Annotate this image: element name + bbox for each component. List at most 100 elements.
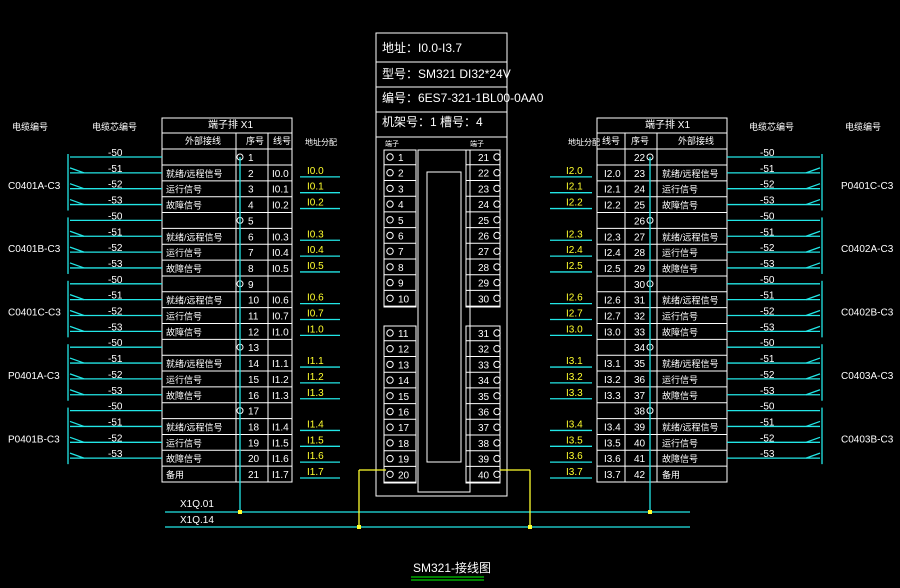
right-core-label: -50 [760, 275, 775, 286]
core-tap [69, 183, 85, 190]
pin-number-11: 11 [398, 329, 409, 340]
left-core-label: -51 [108, 417, 123, 428]
pin-number-33: 33 [478, 360, 490, 371]
left-core-label: -50 [108, 211, 123, 222]
pin-number-18: 18 [398, 439, 410, 450]
pin-terminal-19 [386, 454, 394, 463]
pin-terminal-12 [386, 345, 394, 353]
right-core-label: -52 [760, 180, 775, 191]
core-tap [805, 246, 821, 253]
left-row-seq: 6 [248, 232, 254, 243]
right-row-wire: I3.7 [604, 470, 621, 481]
left-row-seq: 20 [248, 454, 260, 465]
left-row-wire: I1.7 [272, 470, 289, 481]
left-row-desc: 备用 [166, 469, 184, 480]
right-addr-header: 地址分配 [568, 137, 600, 147]
pin-terminal-39 [493, 454, 501, 463]
right-row-seq: 40 [634, 438, 646, 449]
pin-number-23: 23 [478, 184, 490, 195]
right-core-label: -51 [760, 417, 775, 428]
core-tap [69, 198, 85, 206]
left-row-desc: 故障信号 [166, 326, 202, 337]
core-tap [805, 309, 821, 317]
left-core-label: -53 [108, 259, 123, 270]
pin-number-13: 13 [398, 360, 410, 371]
right-row-desc: 就绪/远程信号 [662, 231, 719, 242]
right-row-seq: 33 [634, 327, 646, 338]
left-row-address: I0.0 [307, 166, 324, 177]
pin-number-8: 8 [398, 263, 404, 274]
right-row-address: I3.3 [566, 388, 583, 399]
core-tap [805, 183, 821, 190]
left-core-label: -50 [108, 402, 123, 413]
left-row-desc: 就绪/远程信号 [166, 358, 223, 369]
left-row-address: I0.5 [307, 261, 324, 272]
right-core-label: -51 [760, 354, 775, 365]
right-terminal-header: 端子排 X1 [645, 118, 690, 131]
left-row-address: I0.2 [307, 198, 324, 209]
core-tap [69, 325, 85, 332]
left-row-wire: I1.1 [272, 359, 289, 370]
pin-number-16: 16 [398, 408, 410, 419]
left-row-desc: 就绪/远程信号 [166, 231, 223, 242]
pin-number-35: 35 [478, 392, 490, 403]
right-row-seq: 26 [634, 216, 646, 227]
left-row-seq: 13 [248, 343, 260, 354]
pin-terminal-33 [493, 360, 501, 369]
right-row-address: I2.3 [566, 229, 583, 240]
left-row-wire: I1.4 [272, 422, 289, 433]
pin-terminal-8 [386, 263, 394, 271]
diagram-title: SM321-接线图 [413, 560, 491, 575]
pin-terminal-24 [493, 200, 501, 208]
left-row-seq: 18 [248, 422, 260, 433]
left-row-seq: 21 [248, 470, 260, 481]
pin-terminal-16 [386, 407, 394, 416]
left-row-address: I1.6 [307, 451, 324, 462]
right-core-label: -50 [760, 338, 775, 349]
bus-junction [528, 525, 532, 529]
module-frame [417, 149, 471, 493]
right-row-seq: 38 [634, 407, 646, 418]
core-tap [805, 373, 821, 380]
right-row-address: I2.1 [566, 182, 583, 193]
left-core-label: -52 [108, 243, 123, 254]
right-row-wire: I3.5 [604, 438, 621, 449]
pin-number-36: 36 [478, 408, 490, 419]
bus-junction [648, 510, 652, 514]
module-info: 地址：I0.0-I3.7 型号：SM321 DI32*24V 编号：6ES7-3… [382, 41, 544, 129]
pin-terminal-9 [386, 278, 394, 287]
right-row-desc: 就绪/远程信号 [662, 168, 719, 179]
core-tap [805, 452, 821, 459]
left-row-seq: 11 [248, 312, 259, 323]
right-row-seq: 36 [634, 375, 646, 386]
left-cable-no-header: 电缆编号 [12, 121, 48, 132]
right-row-seq: 34 [634, 343, 646, 354]
right-row-desc: 故障信号 [662, 453, 698, 464]
right-core-label: -50 [760, 402, 775, 413]
pin-terminal-5 [386, 216, 394, 224]
left-core-label: -50 [108, 148, 123, 159]
left-row-wire: I0.7 [272, 312, 289, 323]
right-seq-header: 序号 [631, 135, 649, 146]
left-core-label: -53 [108, 386, 123, 397]
right-core-label: -51 [760, 164, 775, 175]
left-row-desc: 就绪/远程信号 [166, 421, 223, 432]
pin-terminal-14 [386, 376, 394, 384]
right-row-desc: 就绪/远程信号 [662, 421, 719, 432]
module-outline [375, 32, 508, 497]
right-row-wire: I2.5 [604, 264, 621, 275]
pin-number-29: 29 [478, 279, 490, 290]
right-row-desc: 就绪/远程信号 [662, 295, 719, 306]
right-row-wire: I3.6 [604, 454, 621, 465]
right-row-seq: 30 [634, 280, 646, 291]
right-row-wire: I3.1 [604, 359, 621, 370]
left-row-seq: 4 [248, 201, 254, 212]
pin-terminal-4 [386, 200, 394, 208]
bus-label-1: X1Q.01 [180, 499, 214, 510]
core-tap [69, 436, 85, 443]
right-row-address: I3.0 [566, 324, 583, 335]
pin-terminal-6 [386, 231, 394, 240]
pin-terminal-21 [493, 153, 501, 161]
right-cable-label-4: C0403B-C3 [841, 434, 894, 445]
left-cable-label-1: C0401B-C3 [8, 244, 61, 255]
